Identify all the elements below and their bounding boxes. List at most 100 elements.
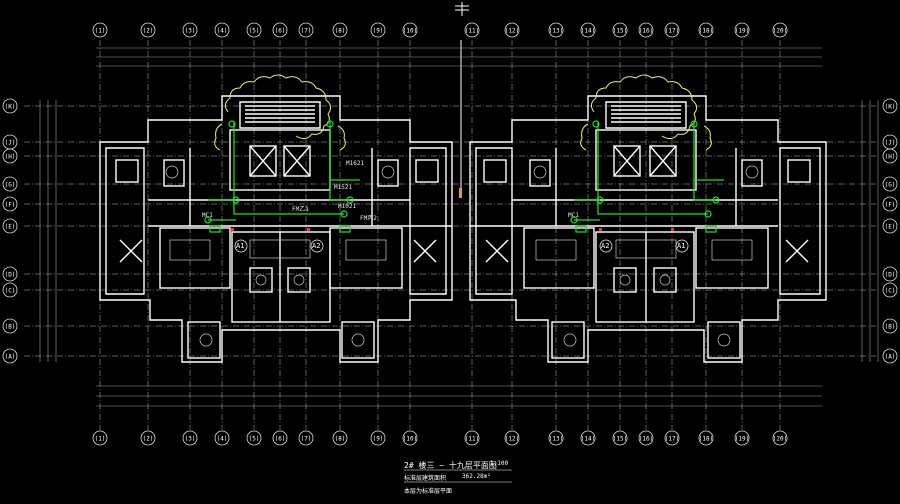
axis-bubble-top-circle bbox=[772, 22, 788, 38]
axis-bubble-top-circle bbox=[464, 22, 480, 38]
axis-bubble-left-circle bbox=[2, 98, 18, 114]
left-unit-furniture bbox=[165, 165, 395, 347]
axis-bubble-bottom-circle bbox=[140, 430, 156, 446]
axis-bubble-right-circle bbox=[882, 218, 898, 234]
axis-bubble-bottom-circle bbox=[214, 430, 230, 446]
axis-bubble-right-circle bbox=[882, 98, 898, 114]
axis-bubble-left-circle bbox=[2, 266, 18, 282]
room-tag-3: A2 bbox=[601, 242, 610, 250]
axis-bubble-left-circle bbox=[2, 318, 18, 334]
axis-bubble-bottom: (20) bbox=[773, 436, 787, 443]
axis-bubble-top: (15) bbox=[613, 28, 627, 35]
room-tag-1: A1 bbox=[236, 242, 245, 250]
axis-bubble-left: (K) bbox=[5, 104, 16, 111]
axis-bubble-left-circle bbox=[2, 196, 18, 212]
axis-bubble-top: (8) bbox=[335, 28, 346, 35]
axis-bubble-left: (A) bbox=[5, 354, 16, 361]
axis-bubble-bottom: (19) bbox=[735, 436, 749, 443]
axis-bubble-bottom-circle bbox=[548, 430, 564, 446]
axis-bubble-left: (D) bbox=[5, 272, 16, 279]
axis-bubble-top-circle bbox=[182, 22, 198, 38]
room-tag-2: A2 bbox=[312, 242, 321, 250]
axis-bubble-top-circle bbox=[664, 22, 680, 38]
axis-bubble-top: (7) bbox=[301, 28, 312, 35]
axis-bubble-right: (B) bbox=[885, 324, 896, 331]
axis-bubble-left: (G) bbox=[5, 182, 16, 189]
axis-bubble-right: (C) bbox=[885, 288, 896, 295]
left-unit-revision-cloud bbox=[214, 74, 346, 151]
axis-bubble-right-circle bbox=[882, 282, 898, 298]
axis-bubble-bottom-circle bbox=[332, 430, 348, 446]
axis-bubble-top: (3) bbox=[185, 28, 196, 35]
axis-bubble-top: (13) bbox=[549, 28, 563, 35]
axis-bubble-top: (1) bbox=[95, 28, 106, 35]
axis-bubble-top-circle bbox=[548, 22, 564, 38]
axis-bubble-bottom-circle bbox=[612, 430, 628, 446]
axis-bubble-bottom-circle bbox=[92, 430, 108, 446]
left-unit-walls bbox=[99, 95, 453, 363]
door-tag-1: M1621 bbox=[346, 160, 365, 167]
axis-bubble-right-circle bbox=[882, 196, 898, 212]
right-unit-walls bbox=[469, 95, 827, 363]
area-label: 标准层建筑面积 bbox=[404, 475, 447, 482]
axis-bubble-bottom: (13) bbox=[549, 436, 563, 443]
axis-bubble-bottom: (2) bbox=[143, 436, 154, 443]
right-unit-furniture bbox=[533, 165, 759, 347]
door-tag-4: FM乙1 bbox=[292, 206, 309, 213]
axis-bubble-bottom-circle bbox=[698, 430, 714, 446]
axis-bubble-right-circle bbox=[882, 176, 898, 192]
axis-bubble-top-circle bbox=[638, 22, 654, 38]
axis-bubble-top-circle bbox=[402, 22, 418, 38]
axis-bubble-left-circle bbox=[2, 148, 18, 164]
axis-bubble-right: (H) bbox=[885, 154, 896, 161]
plan-note: 本层为标准层平面 bbox=[404, 488, 453, 495]
axis-bubble-top: (19) bbox=[735, 28, 749, 35]
axis-bubble-bottom-circle bbox=[272, 430, 288, 446]
axis-bubble-bottom-circle bbox=[402, 430, 418, 446]
axis-bubble-left-circle bbox=[2, 282, 18, 298]
area-value: 362.28m² bbox=[462, 473, 491, 480]
axis-bubble-bottom: (18) bbox=[699, 436, 713, 443]
axis-bubble-bottom: (3) bbox=[185, 436, 196, 443]
axis-bubble-top: (14) bbox=[581, 28, 595, 35]
axis-bubble-right-circle bbox=[882, 148, 898, 164]
axis-bubble-left: (J) bbox=[5, 140, 16, 147]
axis-bubble-bottom-circle bbox=[464, 430, 480, 446]
room-tag-4: A1 bbox=[677, 242, 686, 250]
axis-bubble-left: (F) bbox=[5, 202, 16, 209]
axis-bubble-right-circle bbox=[882, 318, 898, 334]
axis-bubble-top-circle bbox=[698, 22, 714, 38]
axis-bubble-bottom: (9) bbox=[373, 436, 384, 443]
axis-bubble-bottom: (11) bbox=[465, 436, 479, 443]
axis-bubble-top: (6) bbox=[275, 28, 286, 35]
axis-bubble-bottom-circle bbox=[182, 430, 198, 446]
drawing-title: 2# 楼三 ~ 十九层平面图 bbox=[404, 461, 497, 470]
axis-bubble-bottom: (5) bbox=[249, 436, 260, 443]
right-unit-revision-cloud bbox=[580, 74, 712, 151]
axis-bubble-bottom: (7) bbox=[301, 436, 312, 443]
room-tags bbox=[234, 239, 689, 253]
axis-bubble-right-circle bbox=[882, 348, 898, 364]
axis-bubble-top-circle bbox=[580, 22, 596, 38]
axis-bubble-right-circle bbox=[882, 266, 898, 282]
right-unit-green-markup bbox=[570, 120, 724, 233]
axis-bubble-right: (K) bbox=[885, 104, 896, 111]
axis-bubble-top-circle bbox=[298, 22, 314, 38]
axis-bubble-top-circle bbox=[272, 22, 288, 38]
door-tag-7: MC1 bbox=[568, 212, 579, 219]
axis-bubble-bottom-circle bbox=[664, 430, 680, 446]
axis-bubble-right: (E) bbox=[885, 224, 896, 231]
title-block-lines bbox=[404, 469, 512, 483]
axis-bubble-left-circle bbox=[2, 348, 18, 364]
axis-bubble-bottom-circle bbox=[638, 430, 654, 446]
axis-bubble-top-circle bbox=[246, 22, 262, 38]
dimension-lines bbox=[39, 47, 879, 407]
axis-bubble-bottom-circle bbox=[580, 430, 596, 446]
axis-bubble-right: (F) bbox=[885, 202, 896, 209]
door-tag-6: MC1 bbox=[202, 212, 213, 219]
axis-bubble-top: (18) bbox=[699, 28, 713, 35]
axis-bubble-left: (B) bbox=[5, 324, 16, 331]
axis-bubble-right: (G) bbox=[885, 182, 896, 189]
axis-bubble-bottom: (1) bbox=[95, 436, 106, 443]
